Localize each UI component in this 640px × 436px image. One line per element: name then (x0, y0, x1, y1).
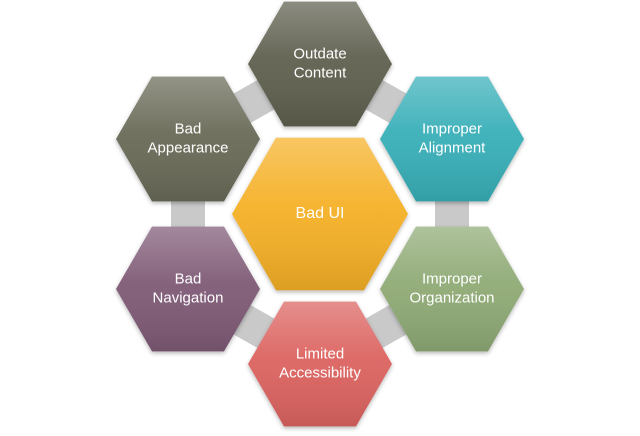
hexagon-label-bad-navigation-line-2: Navigation (153, 289, 224, 306)
hexagon-gloss-bad-ui-center (232, 137, 408, 291)
hexagon-gloss-limited-accessibility (248, 301, 392, 427)
hexagon-label-bad-appearance-line-2: Appearance (148, 139, 229, 156)
hexagon-group: OutdateContentImproperAlignmentImproperO… (116, 1, 524, 427)
hexagon-label-bad-navigation-line-1: Bad (175, 270, 202, 287)
hexagon-label-outdate-content-line-1: Outdate (293, 45, 346, 62)
hexagon-label-improper-organization-line-1: Improper (422, 270, 482, 287)
hexagon-label-bad-ui-center-line-1: Bad UI (296, 205, 345, 222)
hexagon-gloss-improper-organization (380, 226, 524, 352)
hexagon-label-bad-appearance-line-1: Bad (175, 120, 202, 137)
hexagon-label-improper-organization-line-2: Organization (409, 289, 494, 306)
hexagon-gloss-outdate-content (248, 1, 392, 127)
hexagon-gloss-improper-alignment (380, 76, 524, 202)
hexagon-label-improper-alignment-line-2: Alignment (419, 139, 487, 156)
hexagon-label-outdate-content-line-2: Content (294, 64, 347, 81)
hexagon-label-improper-alignment-line-1: Improper (422, 120, 482, 137)
hexagon-gloss-bad-appearance (116, 76, 260, 202)
hexagon-bad-ui-center: Bad UI (232, 137, 408, 291)
hexagon-label-limited-accessibility-line-1: Limited (296, 345, 344, 362)
hexagon-gloss-bad-navigation (116, 226, 260, 352)
hexagon-label-limited-accessibility-line-2: Accessibility (279, 364, 361, 381)
